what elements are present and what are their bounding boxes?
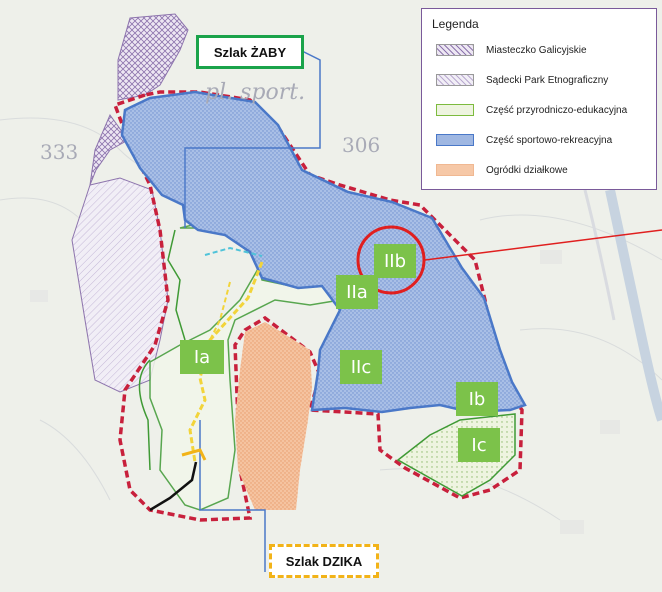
zone-label-ia: Ia (180, 340, 224, 374)
swatch-blue (436, 134, 474, 146)
zone-label-iia: IIa (336, 275, 378, 309)
highlight-circle (356, 225, 426, 295)
map-legend: Legenda Miasteczko Galicyjskie Sądecki P… (421, 8, 657, 190)
legend-item-miasteczko: Miasteczko Galicyjskie (436, 43, 587, 57)
pointer-line (424, 229, 662, 261)
trail-zaby-label: Szlak ŻABY (196, 35, 304, 69)
trail-dzika-label: Szlak DZIKA (269, 544, 379, 578)
black-path (149, 461, 198, 512)
map-label-sport: pl. sport. (205, 80, 306, 105)
legend-item-allotments: Ogródki działkowe (436, 163, 568, 177)
map-label-333: 333 (40, 140, 79, 164)
legend-item-park: Sądecki Park Etnograficzny (436, 73, 608, 87)
trail-dzika-path (199, 420, 266, 572)
swatch-lines (436, 74, 474, 86)
legend-title: Legenda (432, 17, 479, 31)
river (583, 188, 662, 422)
zone-label-ib: Ib (456, 382, 498, 416)
swatch-orange (436, 164, 474, 176)
yellow-trail-path (188, 261, 264, 463)
miasteczko-galicyjskie-area (117, 13, 189, 101)
map-label-306: 306 (342, 133, 381, 157)
sport-recreation-area (120, 90, 527, 414)
legend-item-nature: Część przyrodniczo-edukacyjna (436, 103, 627, 117)
swatch-green (436, 104, 474, 116)
zone-label-iib: IIb (374, 244, 416, 278)
legend-item-sport: Część sportowo-rekreacyjna (436, 133, 612, 147)
stream-path (204, 246, 263, 257)
zone-label-iic: IIc (340, 350, 382, 384)
zone-label-ic: Ic (458, 428, 500, 462)
trail-zaby-path (184, 48, 321, 228)
swatch-crosshatch (436, 44, 474, 56)
allotment-gardens-area (235, 322, 312, 510)
area-boundary (112, 90, 524, 522)
